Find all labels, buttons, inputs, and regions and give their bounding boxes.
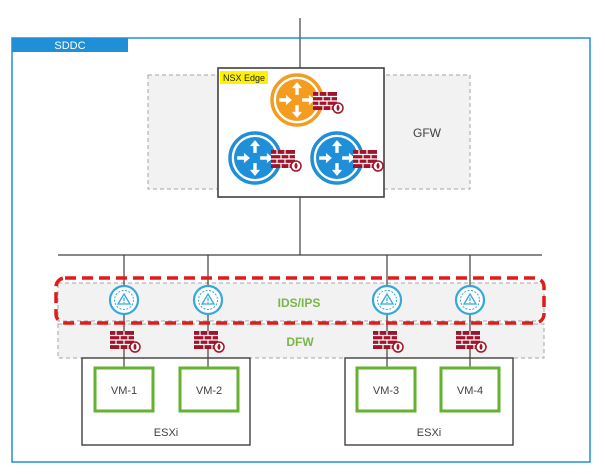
vm-box bbox=[439, 366, 501, 413]
vm-label: VM-3 bbox=[373, 385, 399, 397]
dfw-label: DFW bbox=[286, 335, 314, 349]
vm-label: VM-4 bbox=[457, 385, 483, 397]
esxi-host-2-label: ESXi bbox=[417, 427, 441, 439]
blue-router-2-icon bbox=[310, 131, 364, 185]
blue-router-1-icon bbox=[228, 131, 282, 185]
ids-sensor-icon bbox=[371, 284, 403, 316]
vm-box bbox=[93, 366, 155, 413]
sddc-tag bbox=[12, 38, 128, 52]
sddc-label: SDDC bbox=[54, 40, 85, 52]
vm-label: VM-1 bbox=[111, 385, 137, 397]
sddc-boundary bbox=[11, 37, 591, 463]
ids-ips-highlight bbox=[54, 276, 546, 325]
vm-box bbox=[355, 366, 417, 413]
ids-sensor-icon bbox=[454, 284, 486, 316]
nsx-edge-tag bbox=[220, 71, 268, 84]
ids-sensor-icon bbox=[192, 284, 224, 316]
vm-box bbox=[178, 366, 240, 413]
vm-label: VM-2 bbox=[196, 385, 222, 397]
gfw-label: GFW bbox=[413, 126, 442, 140]
ids-ips-label: IDS/IPS bbox=[278, 296, 321, 310]
nsx-edge-label: NSX Edge bbox=[223, 73, 265, 83]
esxi-host-1-label: ESXi bbox=[154, 427, 178, 439]
ids-sensor-icon bbox=[108, 284, 140, 316]
